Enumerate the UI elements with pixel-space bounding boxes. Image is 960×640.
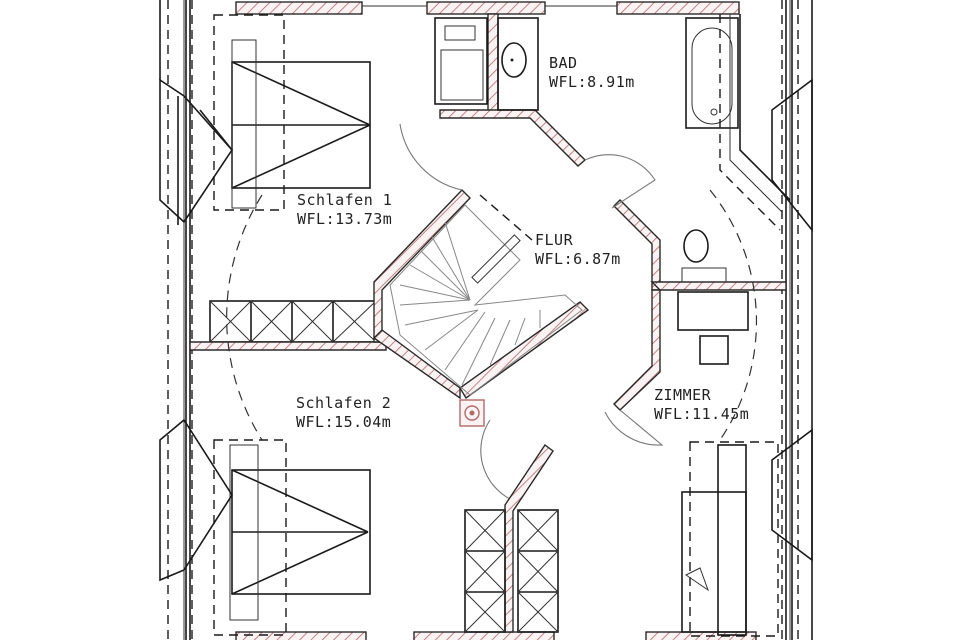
room-name: FLUR [535, 231, 574, 249]
bottom-wall [235, 631, 757, 640]
room-area: WFL:8.91m [549, 73, 635, 91]
bed-schlafen-2 [159, 418, 371, 636]
room-label-zimmer: ZIMMER WFL:11.45m [654, 386, 749, 424]
room-name: Schlafen 2 [296, 394, 392, 412]
staircase [389, 194, 583, 396]
wardrobe-bottom [464, 509, 559, 633]
room-area: WFL:11.45m [654, 405, 750, 423]
room-name: ZIMMER [654, 386, 712, 404]
bed-zimmer [681, 428, 813, 637]
room-area: WFL:15.04m [296, 413, 392, 431]
room-label-bad: BAD WFL:8.91m [549, 54, 635, 92]
room-area: WFL:13.73m [297, 210, 393, 228]
room-area: WFL:6.87m [535, 250, 621, 268]
room-label-schlafen-1: Schlafen 1 WFL:13.73m [297, 191, 392, 229]
stair-walls [372, 188, 590, 400]
bathroom-fixtures [434, 17, 749, 365]
door-swings [226, 123, 758, 501]
room-name: BAD [549, 54, 578, 72]
side-walls [185, 0, 793, 640]
bed-schlafen-1 [213, 14, 371, 211]
room-label-flur: FLUR WFL:6.87m [535, 231, 621, 269]
room-name: Schlafen 1 [297, 191, 393, 209]
wall-schlafen-partition [189, 341, 387, 351]
top-wall [235, 1, 740, 15]
wardrobe-schlafen-1 [209, 300, 377, 343]
chimney [459, 399, 485, 427]
roof-window-right-top [719, 14, 813, 233]
room-label-schlafen-2: Schlafen 2 WFL:15.04m [296, 394, 391, 432]
dormer-window-left-top [159, 78, 234, 225]
